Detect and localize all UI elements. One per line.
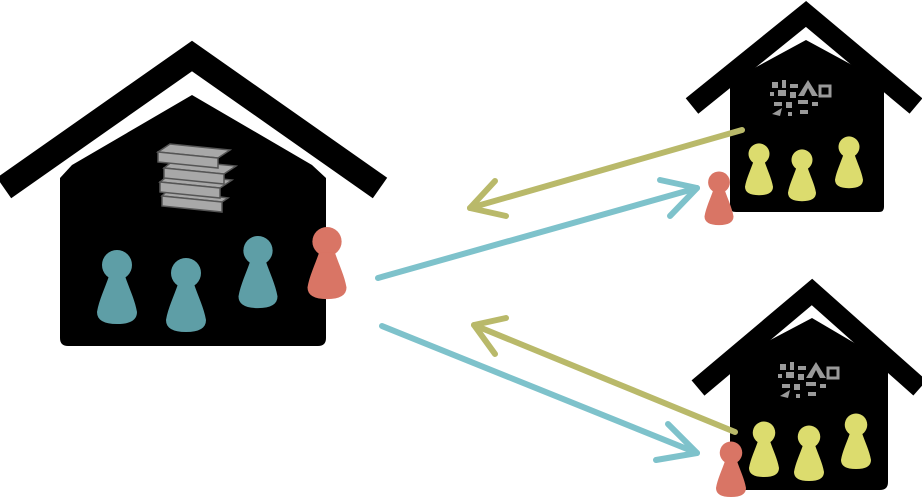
arrow-home-to-bottom xyxy=(379,323,700,463)
arrow-top-to-home xyxy=(467,127,745,219)
host-house-top xyxy=(685,1,922,226)
home-house-roof xyxy=(0,40,388,199)
cryptic-symbols-icon xyxy=(770,80,832,116)
host-house-bottom xyxy=(691,278,922,497)
cryptic-symbols-icon xyxy=(778,362,840,398)
host-house-top-roof xyxy=(685,1,922,114)
home-house xyxy=(0,40,388,346)
books-stack-icon xyxy=(155,143,239,213)
arrows xyxy=(375,127,745,463)
host-top-visitor-pawn xyxy=(704,171,734,226)
arrow-bottom-to-home xyxy=(471,315,738,435)
arrow-home-to-top xyxy=(375,177,700,281)
host-house-bottom-roof xyxy=(691,278,922,396)
